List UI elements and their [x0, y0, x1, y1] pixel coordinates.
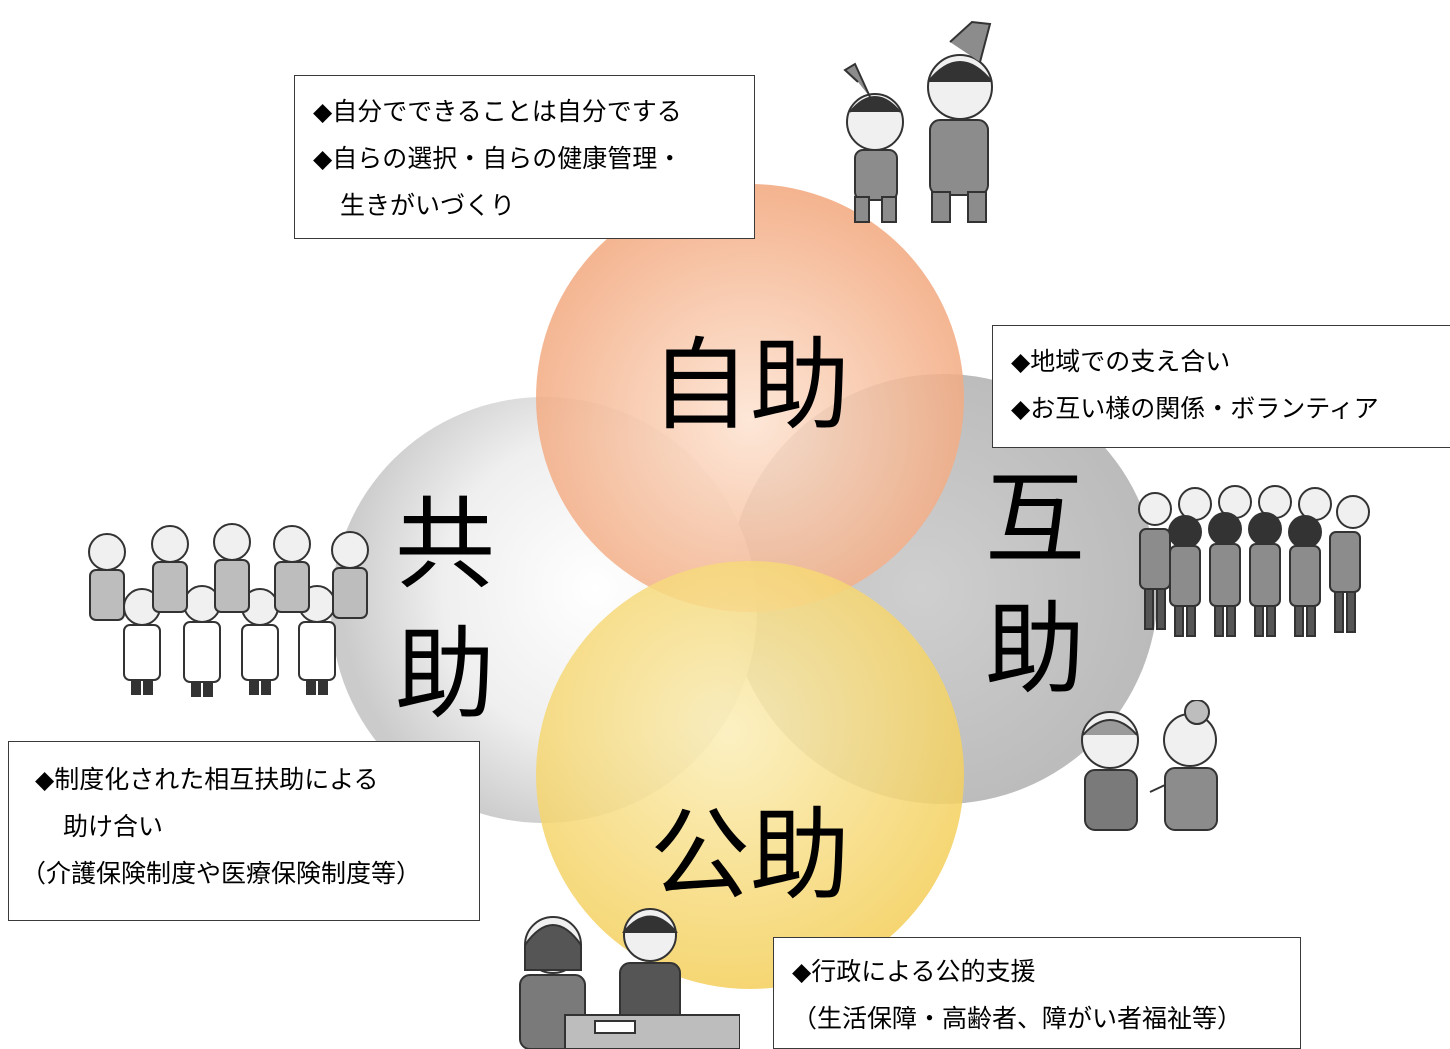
label-kyojo-char2: 助: [395, 616, 495, 733]
circle-jijo: [536, 184, 964, 612]
box-jijo-line2: ◆自らの選択・自らの健康管理・: [313, 144, 683, 173]
community-huddle-illustration: [1138, 485, 1370, 637]
box-jijo-line1: ◆自分でできることは自分でする: [313, 97, 682, 126]
counter-consultation-illustration: [519, 908, 740, 1049]
label-kyojo: 共 助: [395, 495, 495, 725]
box-kyojo-line2: 助け合い: [63, 812, 164, 841]
stretching-mother-child-illustration: [843, 20, 993, 223]
care-professionals-group-illustration: [88, 523, 369, 697]
label-kojo: 公助: [650, 797, 850, 914]
label-gojo-char2: 助: [985, 591, 1085, 708]
box-jijo-line3: 生きがいづくり: [340, 191, 516, 220]
box-gojo-line2: ◆お互い様の関係・ボランティア: [1011, 394, 1379, 423]
circle-kojo: [536, 561, 964, 989]
label-kyojo-char1: 共: [395, 486, 495, 603]
box-kojo-line2: （生活保障・高齢者、障がい者福祉等）: [792, 1004, 1243, 1033]
box-gojo-line1: ◆地域での支え合い: [1011, 347, 1231, 376]
box-gojo: ◆地域での支え合い ◆お互い様の関係・ボランティア: [992, 325, 1450, 448]
box-kojo-line1: ◆行政による公的支援: [792, 957, 1036, 986]
box-jijo: ◆自分でできることは自分でする ◆自らの選択・自らの健康管理・ 生きがいづくり: [294, 75, 755, 239]
box-kojo: ◆行政による公的支援 （生活保障・高齢者、障がい者福祉等）: [773, 937, 1301, 1049]
label-gojo: 互 助: [985, 470, 1085, 700]
label-jijo: 自助: [650, 327, 850, 444]
box-kyojo: ◆制度化された相互扶助による 助け合い （介護保険制度や医療保険制度等）: [8, 741, 480, 921]
label-gojo-char1: 互: [985, 461, 1085, 578]
box-kyojo-line1: ◆制度化された相互扶助による: [35, 765, 379, 794]
box-kyojo-line3: （介護保険制度や医療保険制度等）: [21, 859, 422, 888]
elderly-conversation-illustration: [1081, 700, 1218, 831]
